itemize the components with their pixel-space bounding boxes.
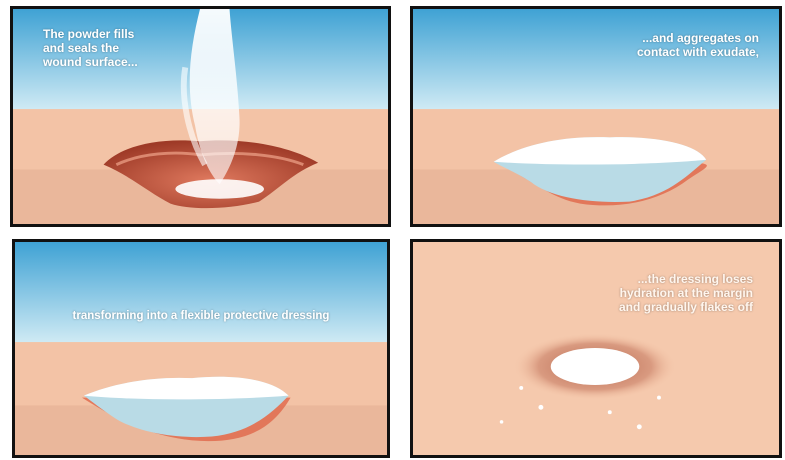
- sky: [413, 9, 779, 109]
- panel-aggregates: ...and aggregates on contact with exudat…: [410, 6, 782, 227]
- panel-powder-fills: The powder fills and seals the wound sur…: [10, 6, 391, 227]
- panel-flakes-off: ...the dressing loses hydration at the m…: [410, 239, 782, 458]
- caption-aggregates: ...and aggregates on contact with exudat…: [637, 31, 759, 59]
- caption-flakes-off: ...the dressing loses hydration at the m…: [603, 272, 753, 314]
- caption-powder-fills: The powder fills and seals the wound sur…: [43, 27, 138, 69]
- sky: [15, 242, 387, 342]
- panel-transforming: transforming into a flexible protective …: [12, 239, 390, 458]
- remaining-dressing: [551, 348, 640, 385]
- caption-transforming: transforming into a flexible protective …: [15, 309, 387, 323]
- panel-3-illustration: [15, 242, 387, 455]
